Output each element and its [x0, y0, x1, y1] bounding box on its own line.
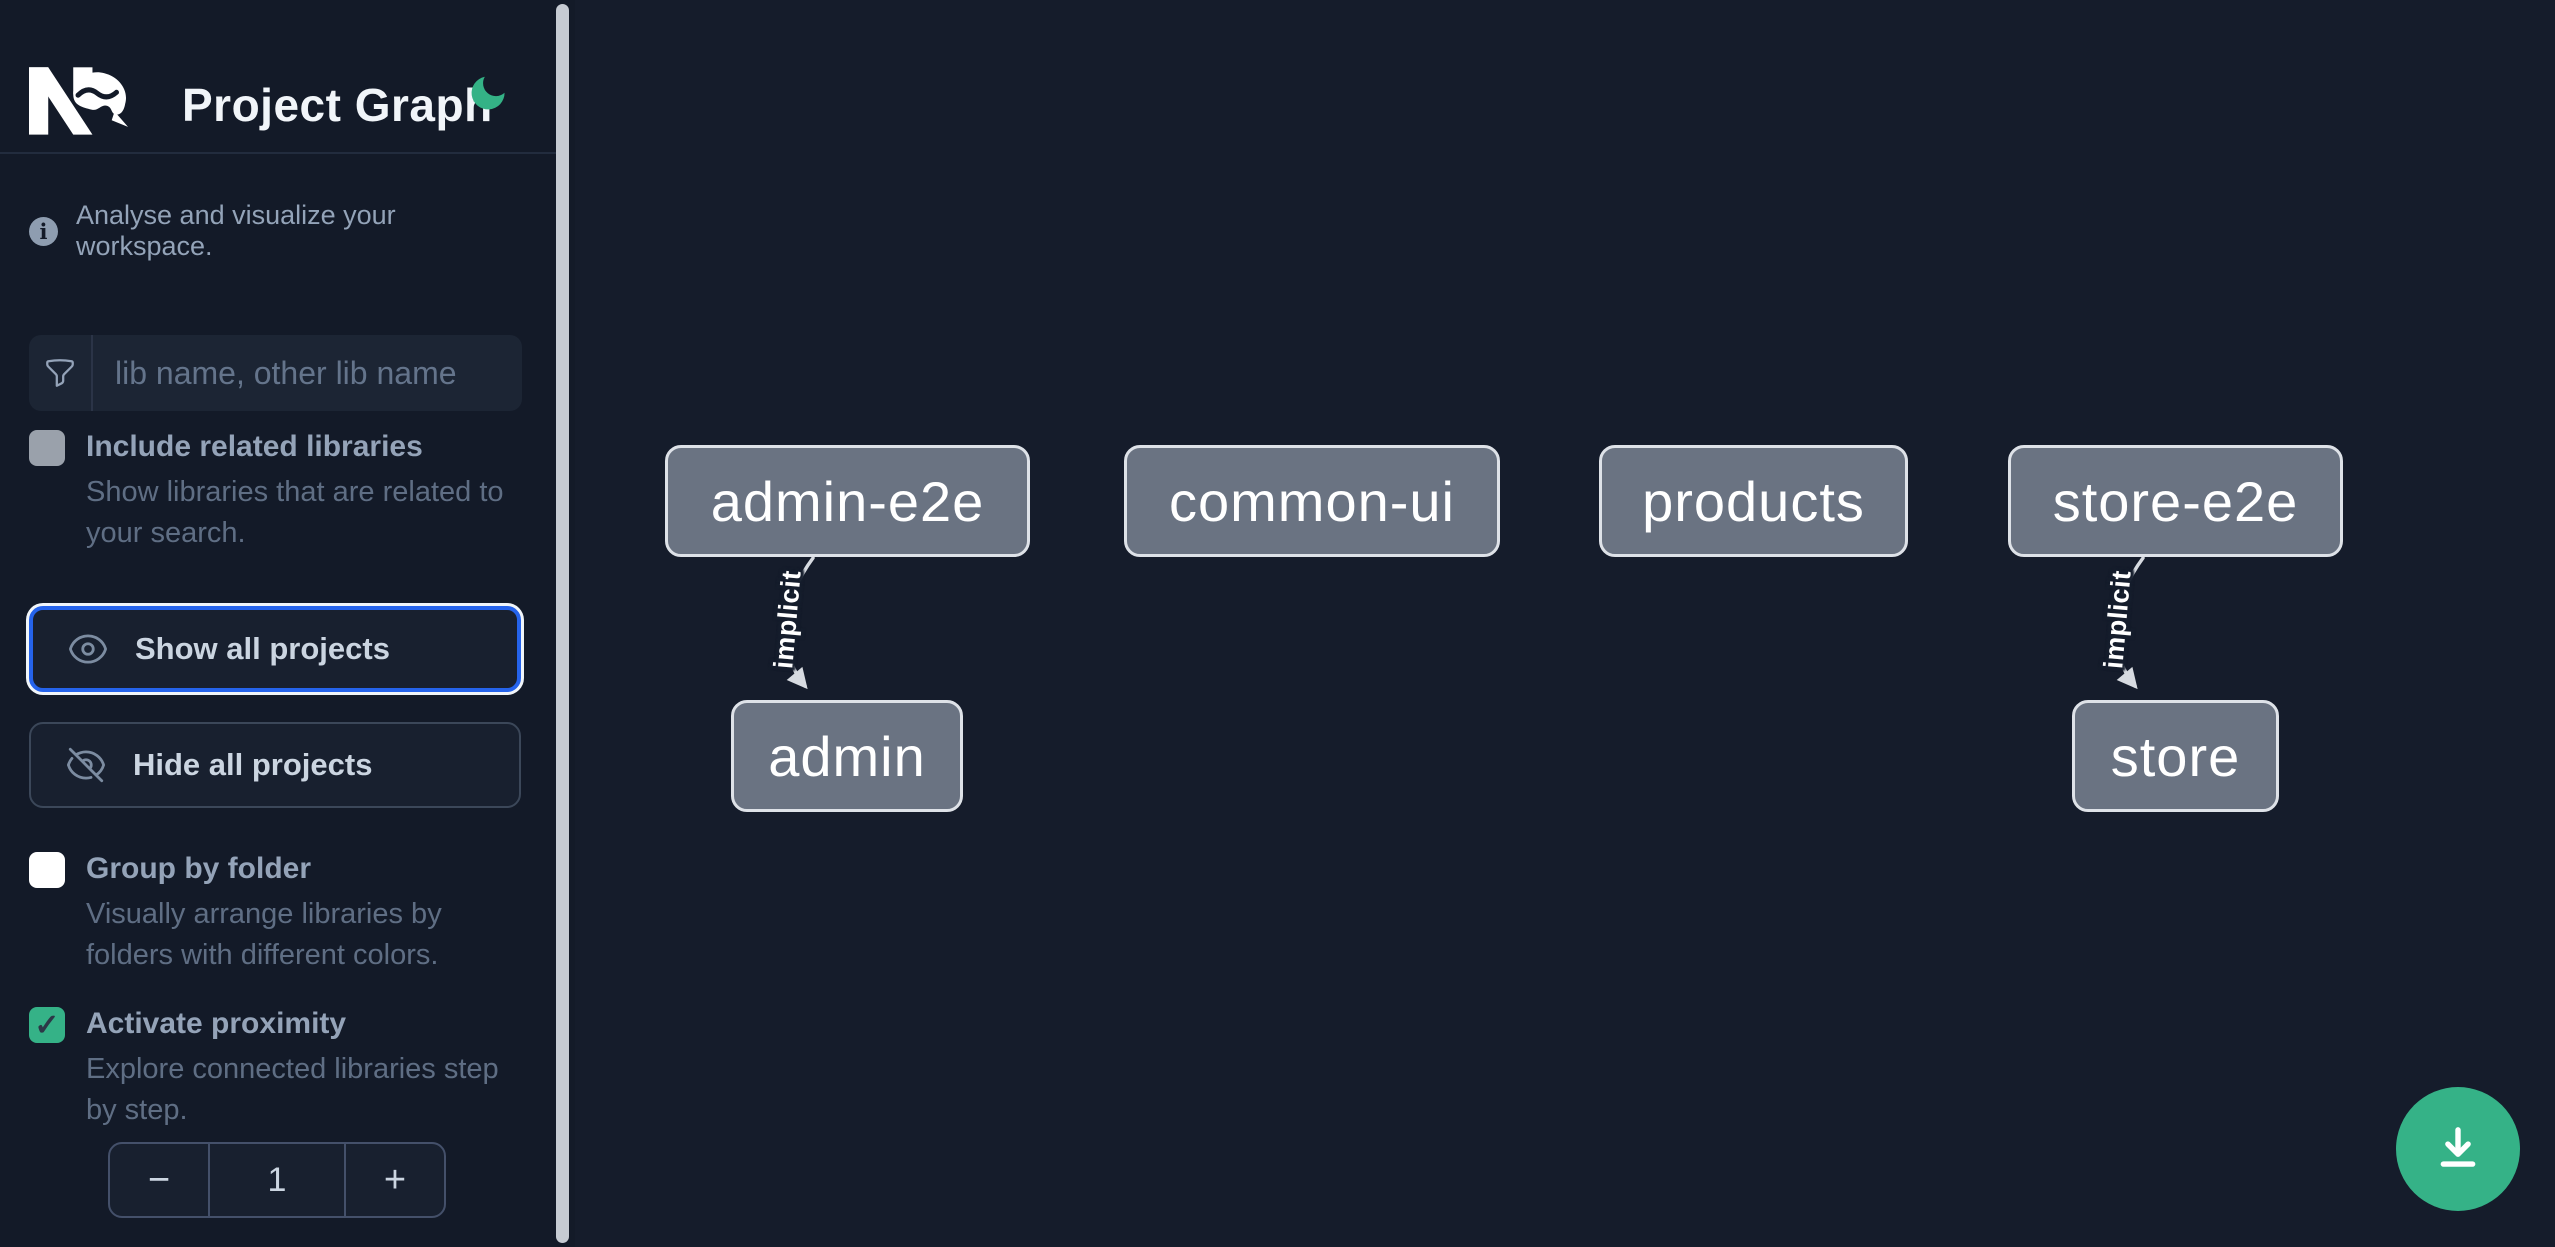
toggle-description: Visually arrange libraries by folders wi… — [86, 898, 442, 971]
toggle-label: Activate proximity — [86, 1007, 347, 1040]
proximity-value[interactable]: 1 — [208, 1144, 346, 1216]
sidebar-header: Project Graph — [0, 0, 556, 154]
toggle-activate-proximity[interactable]: Activate proximity Explore connected lib… — [29, 1005, 529, 1131]
toggle-group-by-folder[interactable]: Group by folder Visually arrange librari… — [29, 850, 529, 976]
graph-node-common-ui[interactable]: common-ui — [1124, 445, 1500, 557]
graph-node-products[interactable]: products — [1599, 445, 1908, 557]
proximity-decrement-button[interactable]: − — [110, 1144, 208, 1216]
graph-edges — [784, 556, 2145, 690]
toggle-include-related[interactable]: Include related libraries Show libraries… — [29, 428, 529, 554]
proximity-stepper: − 1 + — [108, 1142, 446, 1218]
eye-icon — [69, 634, 107, 664]
edge-admin-e2e-admin — [784, 556, 815, 690]
graph-node-store[interactable]: store — [2072, 700, 2279, 812]
sidebar: Project Graph i Analyse and visualize yo… — [0, 0, 575, 1247]
hide-all-projects-button[interactable]: Hide all projects — [29, 722, 521, 808]
download-button[interactable] — [2396, 1087, 2520, 1211]
nx-logo — [29, 67, 129, 135]
funnel-icon — [29, 335, 93, 411]
include-related-checkbox[interactable] — [29, 430, 65, 466]
toggle-description: Show libraries that are related to your … — [86, 476, 504, 549]
tagline-row: i Analyse and visualize your workspace. — [29, 200, 529, 262]
group-by-folder-checkbox[interactable] — [29, 852, 65, 888]
show-all-projects-label: Show all projects — [135, 631, 390, 666]
moon-icon — [471, 76, 505, 109]
toggle-description: Explore connected libraries step by step… — [86, 1053, 499, 1126]
activate-proximity-checkbox[interactable] — [29, 1007, 65, 1043]
show-all-projects-button[interactable]: Show all projects — [29, 606, 521, 692]
download-icon — [2440, 1127, 2476, 1167]
graph-canvas[interactable]: implicit implicit admin-e2e common-ui pr… — [575, 0, 2555, 1247]
graph-node-store-e2e[interactable]: store-e2e — [2008, 445, 2343, 557]
graph-node-admin-e2e[interactable]: admin-e2e — [665, 445, 1030, 557]
graph-node-admin[interactable]: admin — [731, 700, 963, 812]
theme-toggle-button[interactable] — [462, 68, 514, 120]
toggle-label: Group by folder — [86, 852, 311, 885]
search-box — [29, 335, 522, 411]
search-input[interactable] — [93, 335, 522, 411]
hide-all-projects-label: Hide all projects — [133, 747, 373, 782]
edge-store-e2e-store — [2114, 556, 2145, 690]
tagline-text: Analyse and visualize your workspace. — [76, 200, 396, 261]
info-icon: i — [29, 216, 58, 246]
page-title: Project Graph — [182, 79, 493, 131]
proximity-increment-button[interactable]: + — [346, 1144, 444, 1216]
toggle-label: Include related libraries — [86, 430, 423, 463]
eye-off-icon — [66, 747, 106, 783]
sidebar-scrollbar[interactable] — [556, 4, 569, 1243]
